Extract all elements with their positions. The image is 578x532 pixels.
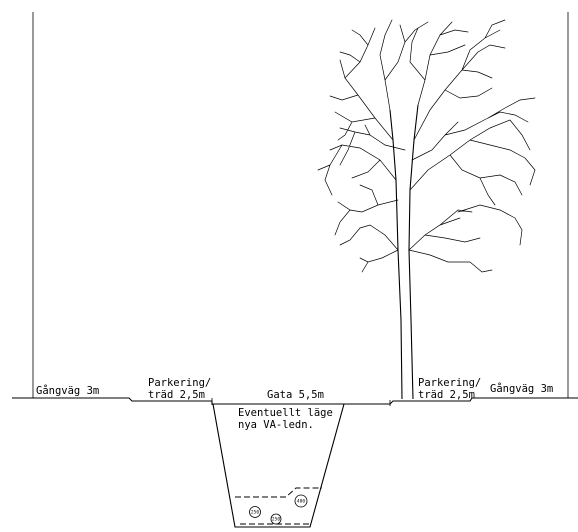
left-parking-label-line2: träd 2,5m [148, 389, 205, 401]
tree-trunk-left [389, 109, 403, 400]
trench-label-line2: nya VA-ledn. [238, 419, 314, 431]
pipe-left-label: 250 [251, 510, 259, 516]
left-parking-label-line1: Parkering/ [148, 377, 211, 389]
pipe-right: 400 [294, 494, 308, 508]
left-walkway-label: Gångväg 3m [36, 384, 99, 397]
trench-outline [212, 403, 345, 528]
right-walkway-label: Gångväg 3m [490, 382, 553, 395]
tree-trunk-right [408, 104, 419, 400]
pipe-bottom-label: 250 [272, 517, 280, 523]
trench-label-line1: Eventuellt läge [238, 407, 333, 419]
street-label: Gata 5,5m [267, 389, 324, 401]
pipe-right-label: 400 [297, 499, 305, 505]
ground-surface-line [12, 397, 578, 405]
right-parking-label-line1: Parkering/ [418, 377, 481, 389]
trench-fill-line-dashed [235, 487, 322, 498]
pipe-bottom: 250 [270, 513, 282, 525]
pipe-left: 250 [249, 506, 261, 518]
tree-illustration [317, 19, 536, 400]
right-parking-label-line2: träd 2,5m [418, 389, 475, 401]
